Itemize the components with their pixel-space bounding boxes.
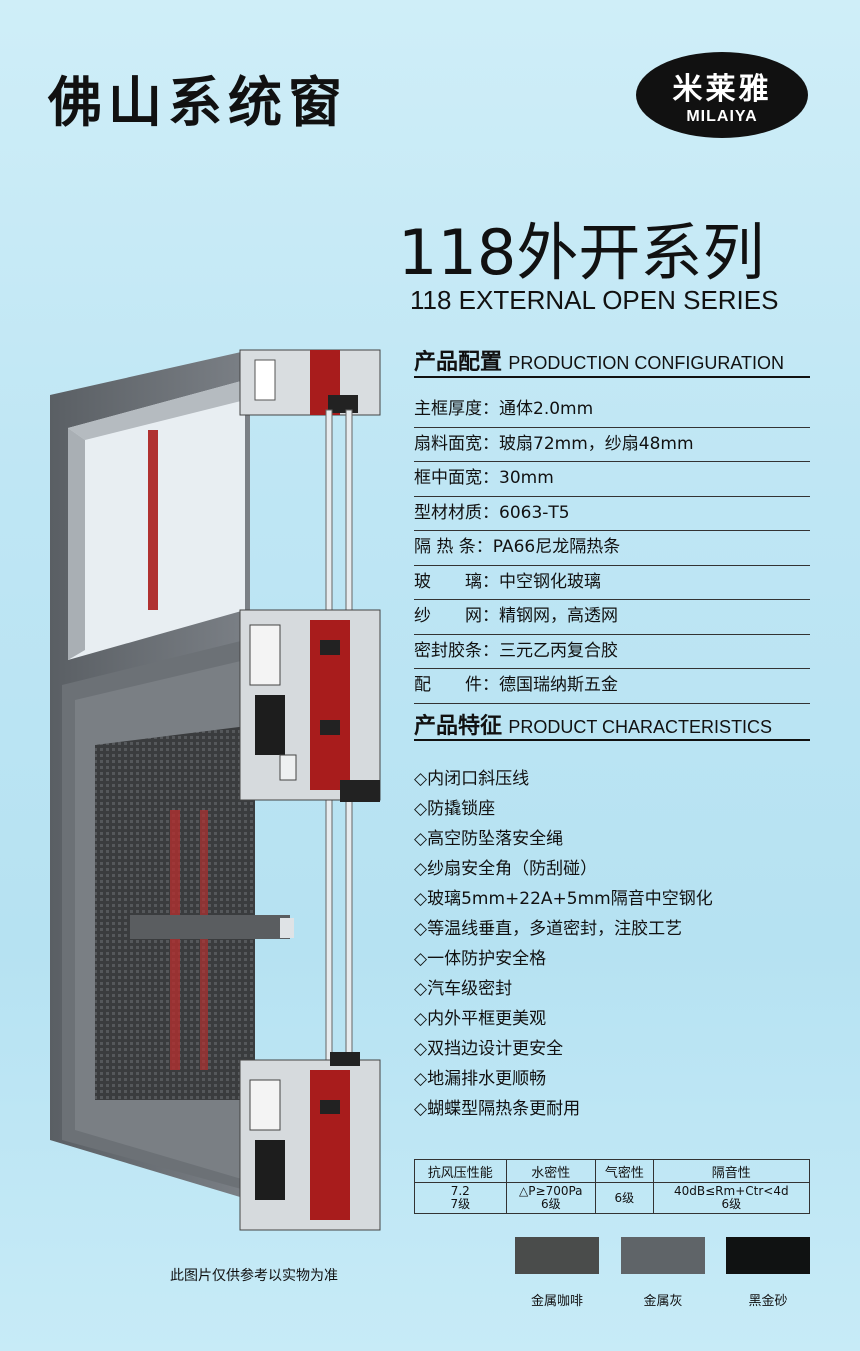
- brand-logo: 米莱雅 MILAIYA: [636, 52, 808, 138]
- config-list: 主框厚度：通体2.0mm 扇料面宽：玻扇72mm，纱扇48mm 框中面宽：30m…: [414, 393, 810, 704]
- config-row: 型材材质：6063-T5: [414, 497, 810, 531]
- config-heading: 产品配置 PRODUCTION CONFIGURATION: [414, 344, 784, 376]
- config-row: 主框厚度：通体2.0mm: [414, 393, 810, 428]
- config-row: 玻 璃：中空钢化玻璃: [414, 566, 810, 600]
- features-heading-en: PRODUCT CHARACTERISTICS: [508, 717, 773, 737]
- feature-item: ◇汽车级密封: [414, 979, 513, 999]
- color-label: 黑金砂: [748, 1294, 788, 1309]
- window-profile-illustration: [50, 349, 381, 1231]
- config-heading-cn: 产品配置: [414, 350, 503, 375]
- feature-item: ◇地漏排水更顺畅: [414, 1069, 547, 1089]
- feature-item: ◇高空防坠落安全绳: [414, 829, 564, 849]
- config-row: 扇料面宽：玻扇72mm，纱扇48mm: [414, 428, 810, 462]
- config-row: 配 件：德国瑞纳斯五金: [414, 669, 810, 704]
- feature-item: ◇内外平框更美观: [414, 1009, 547, 1029]
- config-row: 纱 网：精钢网，高透网: [414, 600, 810, 635]
- table-header: 水密性: [505, 1159, 597, 1183]
- feature-item: ◇一体防护安全格: [414, 949, 547, 969]
- disclaimer-note: 此图片仅供参考以实物为准: [170, 1268, 338, 1284]
- feature-item: ◇防撬锁座: [414, 799, 496, 819]
- table-header: 抗风压性能: [414, 1159, 507, 1183]
- color-swatch: [726, 1237, 810, 1274]
- config-row: 框中面宽：30mm: [414, 462, 810, 497]
- series-title-en: 118 EXTERNAL OPEN SERIES: [410, 285, 779, 315]
- table-cell: 6级: [595, 1182, 654, 1214]
- feature-item: ◇玻璃5mm+22A+5mm隔音中空钢化: [414, 889, 713, 909]
- table-header: 隔音性: [652, 1159, 811, 1183]
- feature-item: ◇双挡边设计更安全: [414, 1039, 564, 1059]
- features-heading: 产品特征 PRODUCT CHARACTERISTICS: [414, 708, 772, 740]
- color-swatch: [621, 1237, 705, 1274]
- table-header: 气密性: [595, 1159, 654, 1183]
- color-swatch: [515, 1237, 599, 1274]
- features-heading-rule: [414, 739, 810, 741]
- features-list: ◇内闭口斜压线 ◇防撬锁座 ◇高空防坠落安全绳 ◇纱扇安全角（防刮碰） ◇玻璃5…: [414, 764, 713, 1124]
- config-row: 隔 热 条：PA66尼龙隔热条: [414, 531, 810, 566]
- features-heading-cn: 产品特征: [414, 714, 503, 739]
- series-title-cn: 118外开系列: [398, 216, 765, 289]
- feature-item: ◇内闭口斜压线: [414, 769, 530, 789]
- color-label: 金属灰: [643, 1294, 683, 1309]
- config-heading-rule: [414, 376, 810, 378]
- logo-en: MILAIYA: [686, 108, 758, 125]
- logo-cn: 米莱雅: [672, 72, 772, 107]
- page-title: 佛山系统窗: [48, 71, 348, 134]
- table-header-row: 抗风压性能 水密性 气密性 隔音性: [414, 1159, 811, 1183]
- config-heading-en: PRODUCTION CONFIGURATION: [508, 353, 785, 373]
- feature-item: ◇纱扇安全角（防刮碰）: [414, 859, 598, 879]
- feature-item: ◇蝴蝶型隔热条更耐用: [414, 1099, 581, 1119]
- config-row: 密封胶条：三元乙丙复合胶: [414, 635, 810, 669]
- color-label: 金属咖啡: [530, 1294, 583, 1309]
- feature-item: ◇等温线垂直，多道密封，注胶工艺: [414, 919, 683, 939]
